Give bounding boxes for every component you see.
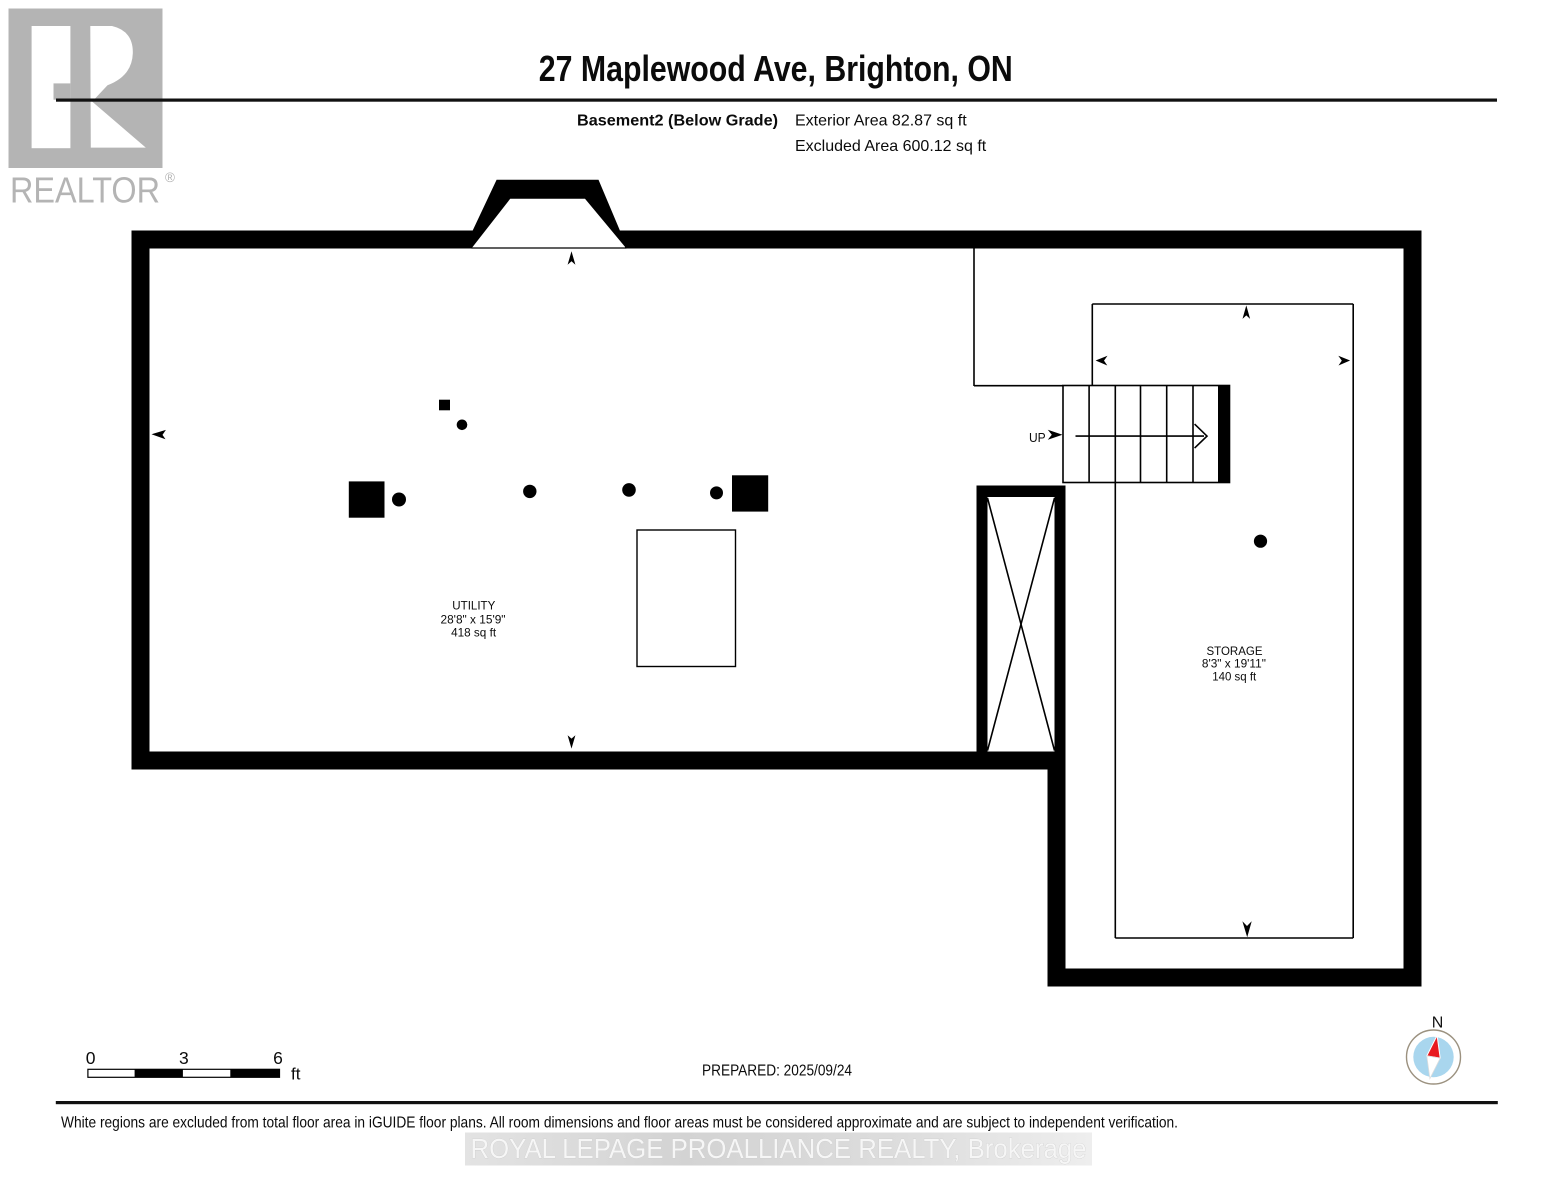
svg-text:PREPARED: 2025/09/24: PREPARED: 2025/09/24 xyxy=(702,1062,852,1079)
svg-text:White regions are excluded fro: White regions are excluded from total fl… xyxy=(61,1115,1178,1132)
svg-text:Exterior Area 82.87 sq ft: Exterior Area 82.87 sq ft xyxy=(795,113,967,130)
svg-text:3: 3 xyxy=(179,1048,189,1068)
svg-text:27 Maplewood Ave, Brighton, ON: 27 Maplewood Ave, Brighton, ON xyxy=(539,48,1013,89)
svg-text:140 sq ft: 140 sq ft xyxy=(1212,669,1257,683)
svg-text:Basement2 (Below Grade): Basement2 (Below Grade) xyxy=(577,113,778,130)
svg-text:0: 0 xyxy=(86,1048,96,1068)
svg-text:N: N xyxy=(1432,1015,1444,1032)
svg-text:418 sq ft: 418 sq ft xyxy=(451,626,497,640)
svg-text:UTILITY: UTILITY xyxy=(452,598,495,612)
svg-text:UP: UP xyxy=(1029,431,1046,445)
svg-text:Excluded Area 600.12 sq ft: Excluded Area 600.12 sq ft xyxy=(795,138,987,155)
svg-text:ft: ft xyxy=(291,1064,301,1083)
svg-text:®: ® xyxy=(165,170,175,185)
svg-text:ROYAL LEPAGE PROALLIANCE REALT: ROYAL LEPAGE PROALLIANCE REALTY, Brokera… xyxy=(471,1133,1087,1164)
svg-text:28'8" x 15'9": 28'8" x 15'9" xyxy=(441,613,506,627)
svg-text:6: 6 xyxy=(273,1048,283,1068)
svg-text:STORAGE: STORAGE xyxy=(1207,644,1263,658)
svg-text:8'3" x 19'11": 8'3" x 19'11" xyxy=(1202,657,1266,671)
svg-text:REALTOR: REALTOR xyxy=(10,170,160,211)
